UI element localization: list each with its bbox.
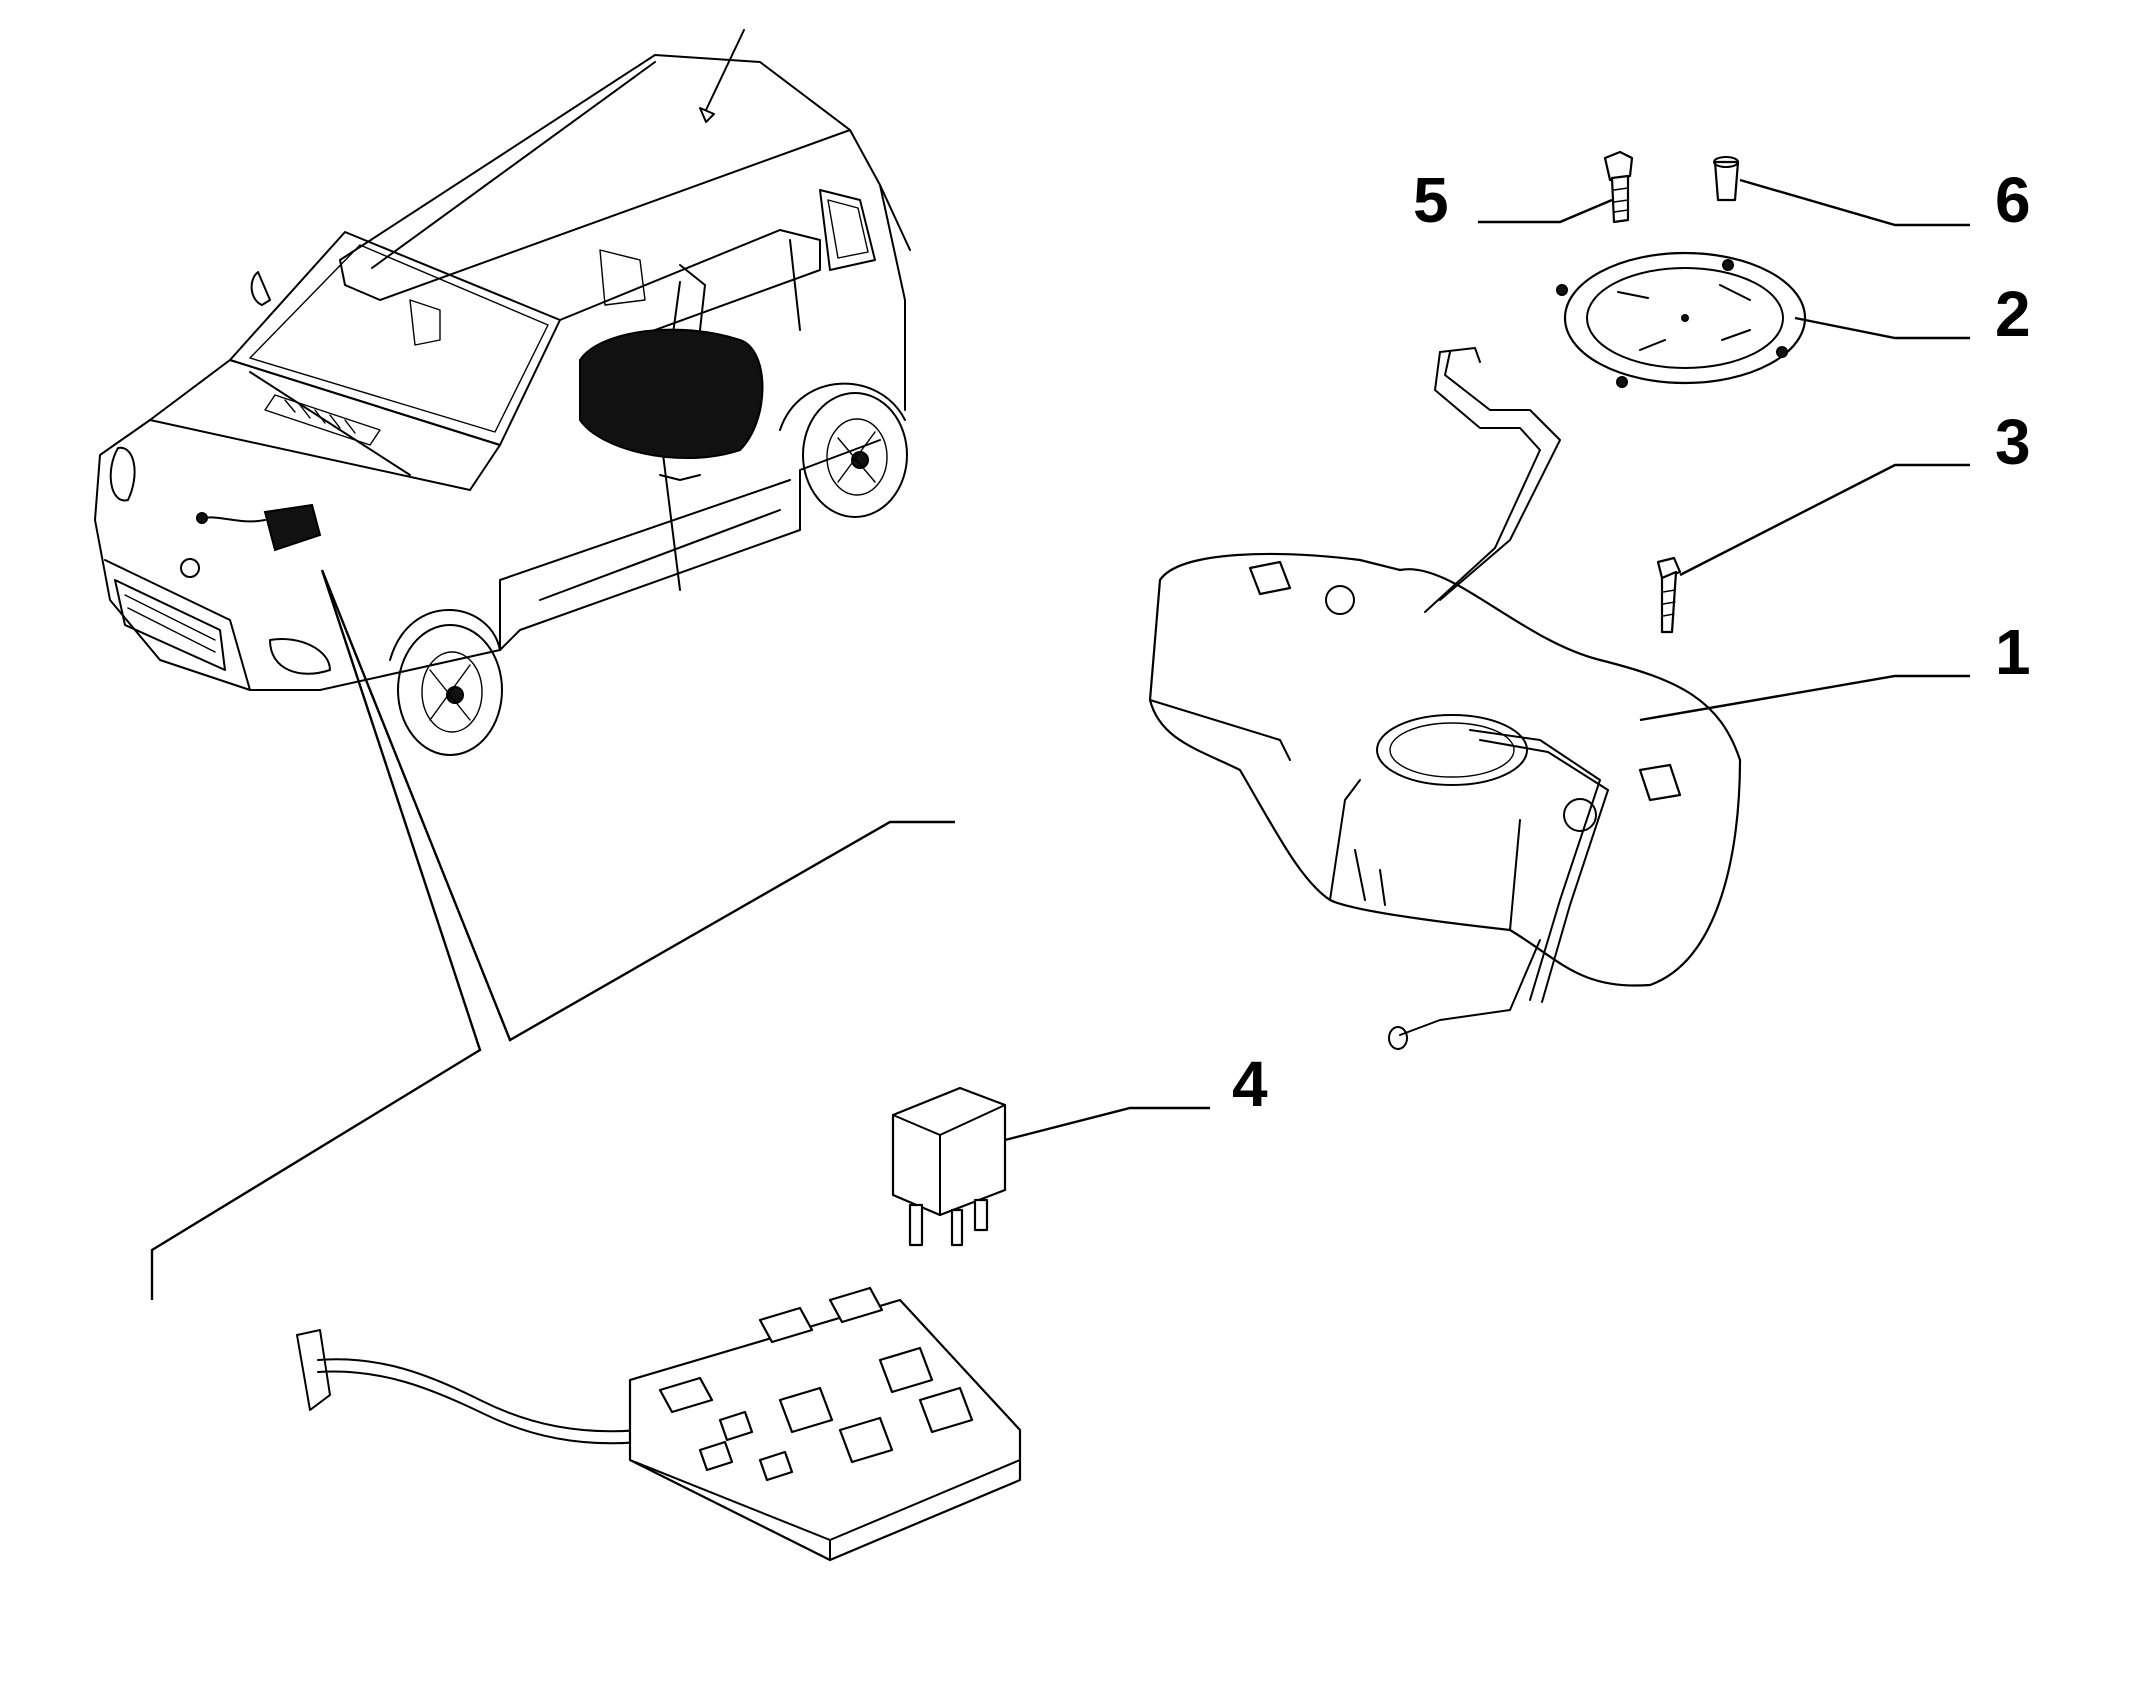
leader-5 — [1478, 198, 1613, 224]
tank-flange-ring — [1556, 251, 1807, 388]
leader-4 — [1004, 1106, 1210, 1142]
leader-1 — [1639, 674, 1970, 722]
bolt — [1656, 556, 1682, 634]
callout-1: 1 — [1995, 616, 2031, 688]
callout-6: 6 — [1995, 164, 2031, 236]
detail-leader-lines — [150, 569, 955, 1300]
fuel-tank — [1148, 347, 1742, 1050]
callout-3: 3 — [1995, 406, 2031, 478]
leader-6 — [1739, 178, 1970, 227]
plug — [1713, 156, 1740, 202]
fuse-box — [296, 1286, 1022, 1562]
callout-4: 4 — [1232, 1048, 1268, 1120]
callout-2: 2 — [1995, 278, 2031, 350]
car-illustration — [94, 29, 911, 756]
bolt-5 — [1603, 150, 1634, 224]
relay — [891, 1086, 1007, 1247]
leader-3 — [1679, 463, 1970, 577]
leader-2 — [1794, 316, 1970, 340]
callout-5: 5 — [1413, 164, 1449, 236]
